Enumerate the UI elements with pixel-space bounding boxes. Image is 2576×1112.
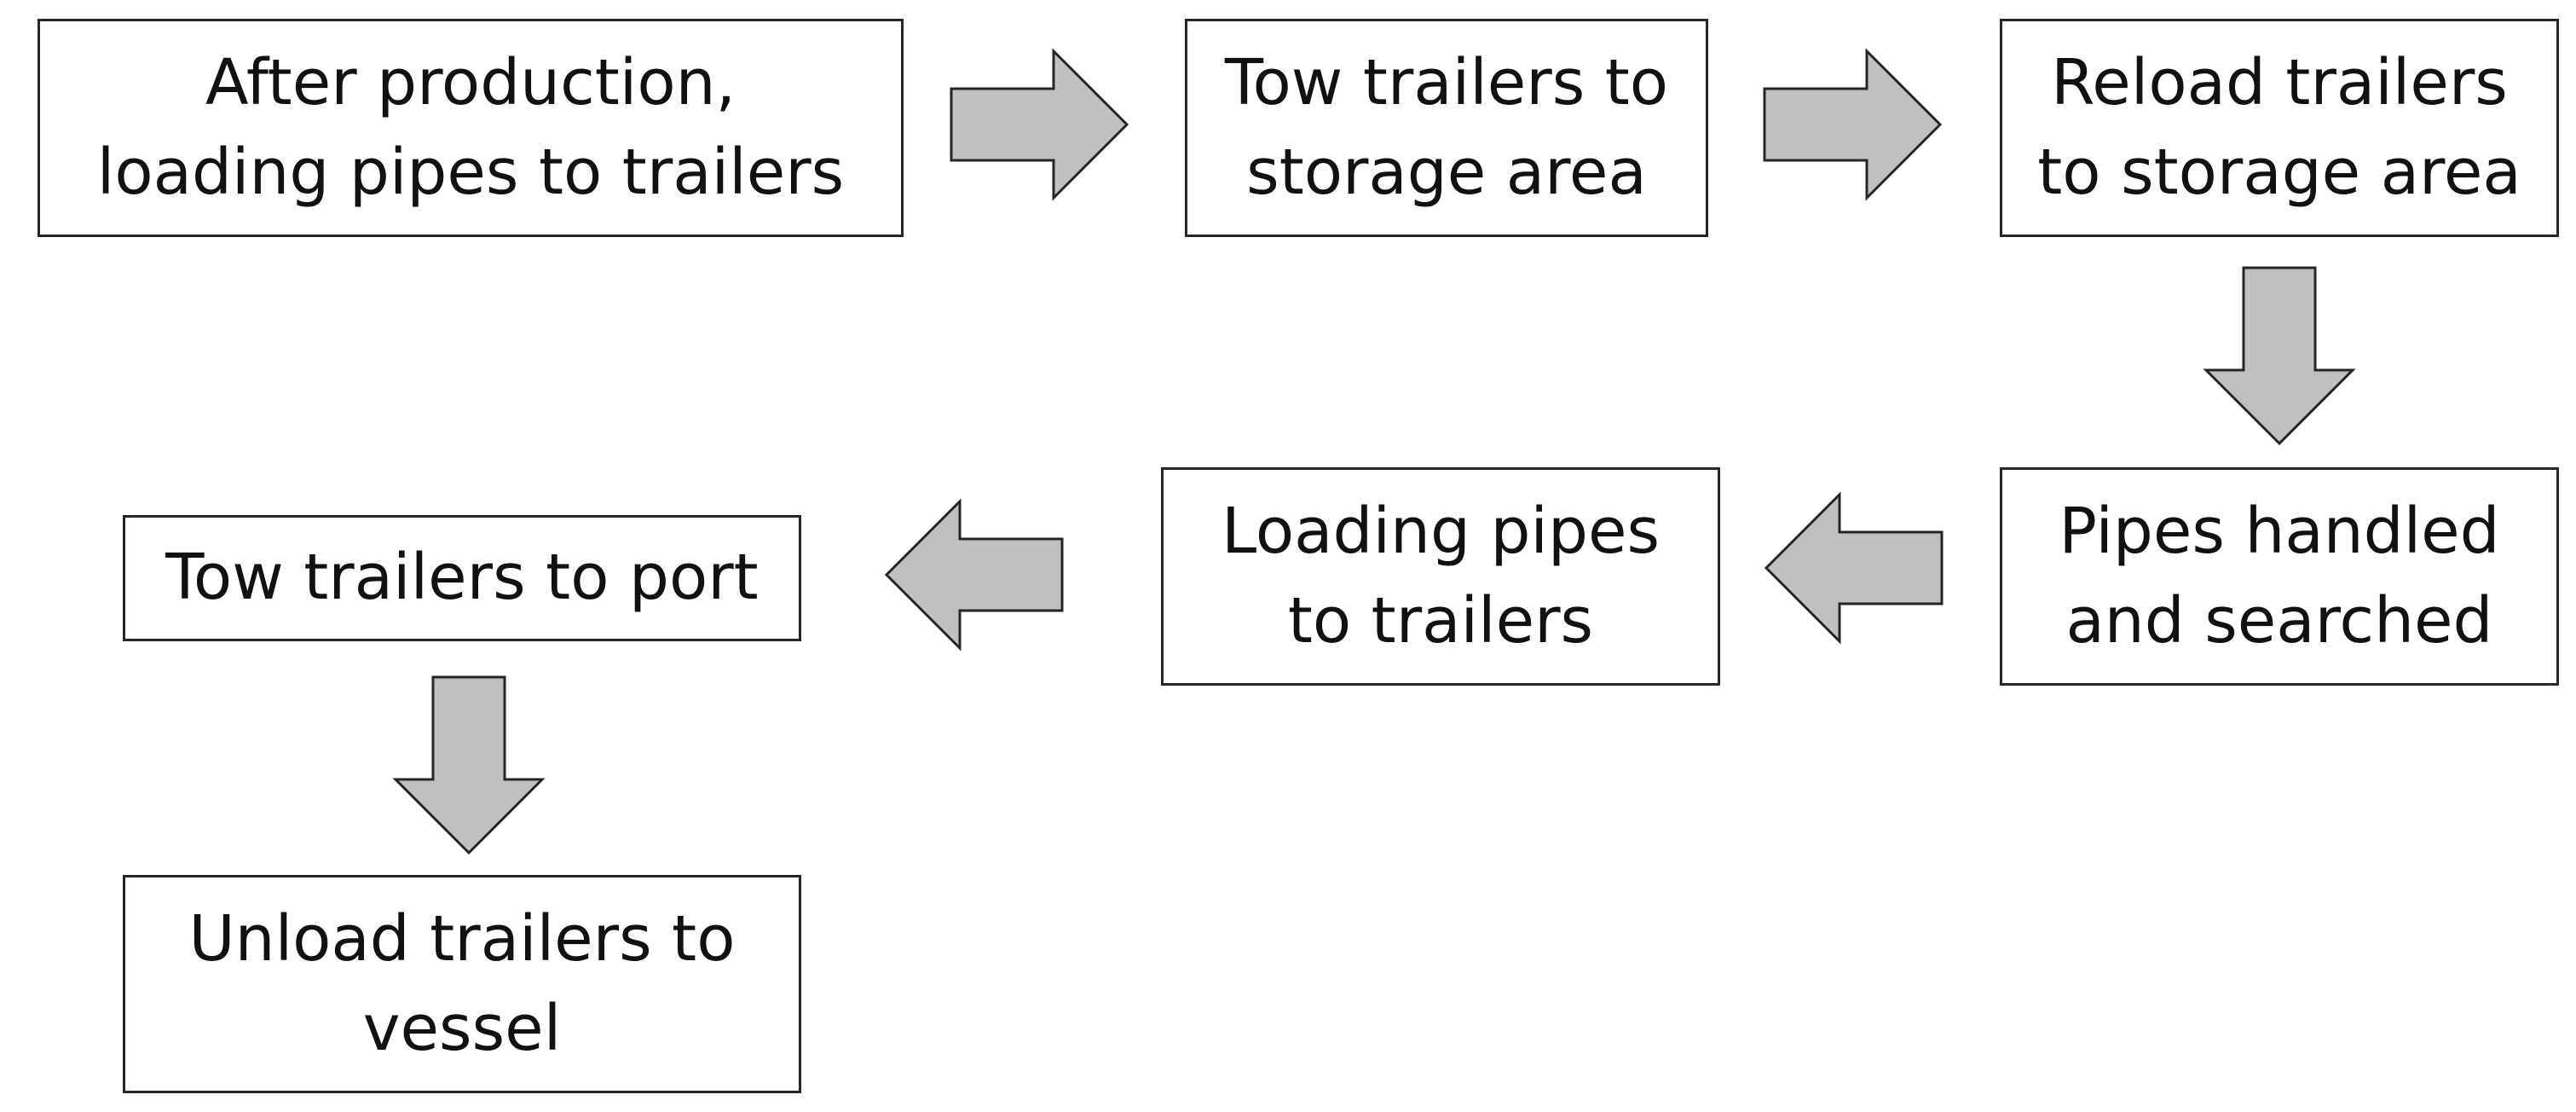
step-label-line: and searched: [2065, 584, 2493, 657]
step-label-line: After production,: [205, 45, 736, 119]
step-label-line: Pipes handled: [2059, 494, 2500, 568]
step-box-loading-pipes: Loading pipes to trailers: [1161, 467, 1720, 686]
step-label-line: loading pipes to trailers: [96, 136, 845, 209]
arrow-down-icon: [392, 675, 546, 855]
arrow-down-icon: [2203, 266, 2356, 446]
step-label-line: to storage area: [2037, 136, 2521, 209]
step-box-unload-to-vessel: Unload trailers to vessel: [123, 875, 801, 1093]
arrow-left-icon: [884, 498, 1064, 652]
arrow-right-icon: [950, 48, 1129, 201]
step-box-reload-trailers: Reload trailers to storage area: [2000, 19, 2559, 237]
step-label-line: Unload trailers to: [188, 901, 736, 976]
step-label-line: Reload trailers: [2051, 45, 2508, 119]
step-box-after-production: After production, loading pipes to trail…: [38, 19, 904, 237]
step-box-tow-to-storage: Tow trailers to storage area: [1185, 19, 1708, 237]
step-label-line: Loading pipes: [1221, 494, 1661, 568]
step-label-line: to trailers: [1287, 584, 1594, 657]
step-label-line: Tow trailers to: [1224, 45, 1669, 119]
arrow-left-icon: [1764, 491, 1944, 645]
step-box-pipes-handled: Pipes handled and searched: [2000, 467, 2559, 686]
arrow-right-icon: [1763, 48, 1943, 201]
step-label-line: Tow trailers to port: [165, 541, 759, 615]
step-label-line: storage area: [1246, 136, 1647, 209]
step-box-tow-to-port: Tow trailers to port: [123, 515, 801, 641]
step-label-line: vessel: [362, 992, 562, 1065]
